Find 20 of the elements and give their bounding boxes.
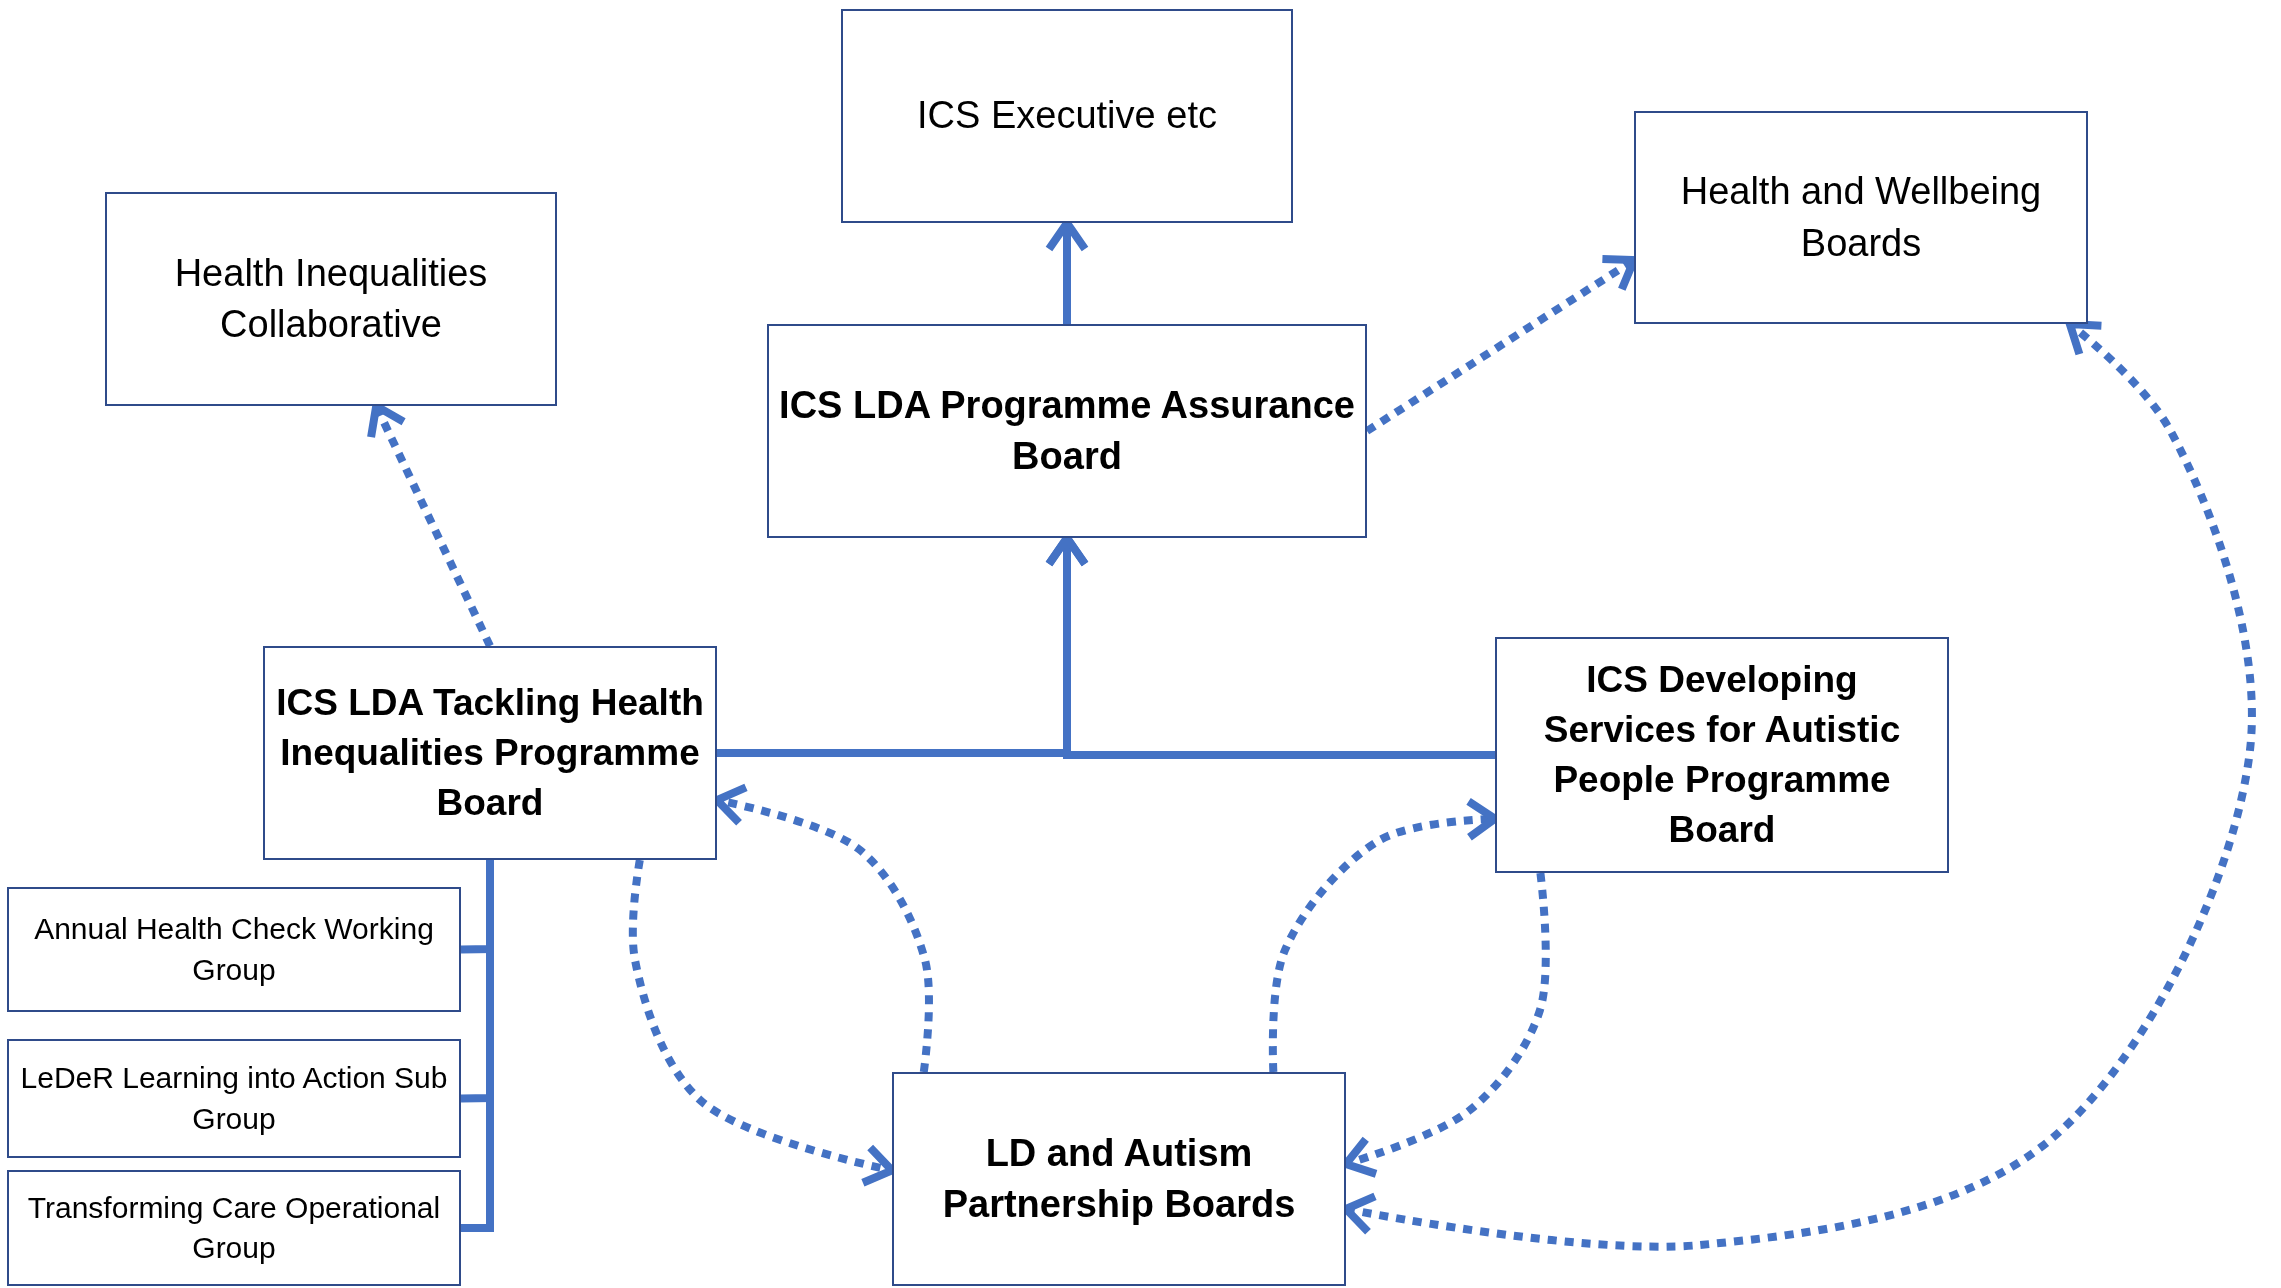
box-label: ICS LDA Tackling Health Inequalities Programme Board (275, 681, 705, 825)
box-label: LeDeR Learning into Action Sub Group (19, 1060, 449, 1137)
process-box (7, 887, 461, 1012)
process-box (263, 646, 717, 860)
process-box (892, 1072, 1346, 1286)
process-box (767, 324, 1367, 538)
process-box (7, 1170, 461, 1286)
box-label: Health Inequalities Collaborative (173, 250, 489, 347)
process-box (7, 1039, 461, 1158)
box-label: Health and Wellbeing Boards (1679, 169, 2043, 266)
box-label: ICS LDA Programme Assurance Board (779, 382, 1355, 479)
box-label: ICS Executive etc (917, 93, 1217, 139)
process-box (1495, 637, 1949, 873)
process-box (105, 192, 557, 406)
box-label: LD and Autism Partnership Boards (941, 1130, 1297, 1227)
box-label: ICS Developing Services for Autistic People Programme Board (1542, 658, 1902, 852)
process-box (1634, 111, 2088, 324)
box-label: Annual Health Check Working Group (33, 911, 435, 988)
process-box (841, 9, 1293, 223)
box-label: Transforming Care Operational Group (26, 1189, 442, 1266)
